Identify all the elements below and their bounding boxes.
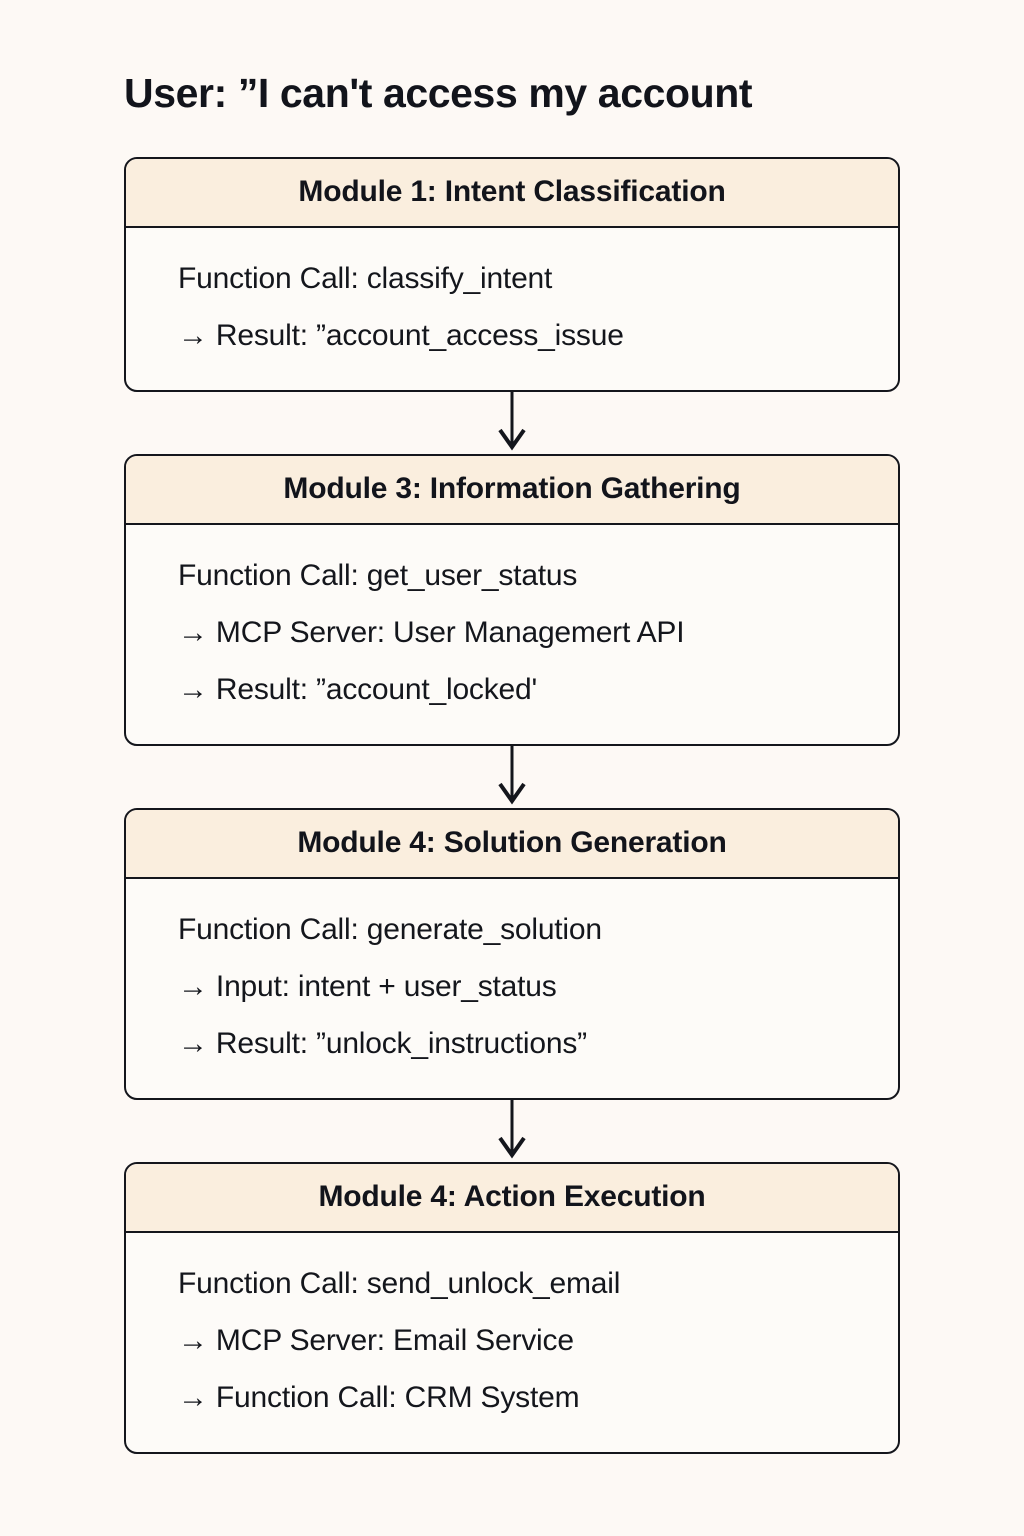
module-4-solution-line-3: → Result: ”unlock_instructions” (178, 1027, 587, 1060)
module-4-action-header: Module 4: Action Execution (126, 1164, 898, 1233)
module-card-4-solution: Module 4: Solution Generation Function C… (124, 808, 900, 1100)
down-arrow-icon (498, 1100, 526, 1159)
module-4-solution-header: Module 4: Solution Generation (126, 810, 898, 879)
down-arrow-icon (498, 746, 526, 805)
module-1-line-2: → Result: ”account_access_issue (178, 319, 624, 352)
module-1-body: Function Call: classify_intent → Result:… (126, 228, 898, 390)
module-1-line-1: Function Call: classify_intent (178, 262, 553, 295)
connector-3-to-4 (124, 1100, 900, 1162)
module-3-line-1: Function Call: get_user_status (178, 559, 578, 592)
module-3-header: Module 3: Information Gathering (126, 456, 898, 525)
module-4-solution-body: Function Call: generate_solution → Input… (126, 879, 898, 1098)
module-4-action-line-3: → Function Call: CRM System (178, 1381, 580, 1414)
module-3-line-2: → MCP Server: User Managemert API (178, 616, 685, 649)
module-card-3: Module 3: Information Gathering Function… (124, 454, 900, 746)
module-4-solution-line-2: → Input: intent + user_status (178, 970, 557, 1003)
module-card-4-action: Module 4: Action Execution Function Call… (124, 1162, 900, 1454)
module-card-1: Module 1: Intent Classification Function… (124, 157, 900, 392)
module-4-action-line-2: → MCP Server: Email Service (178, 1324, 574, 1357)
module-4-action-line-1: Function Call: send_unlock_email (178, 1267, 621, 1300)
module-3-line-3: → Result: ”account_locked' (178, 673, 538, 706)
page-title: User: ”I can't access my account (124, 69, 753, 116)
module-flow-column: Module 1: Intent Classification Function… (124, 157, 900, 1454)
module-4-action-body: Function Call: send_unlock_email → MCP S… (126, 1233, 898, 1452)
down-arrow-icon (498, 392, 526, 451)
module-3-body: Function Call: get_user_status → MCP Ser… (126, 525, 898, 744)
connector-2-to-3 (124, 746, 900, 808)
connector-1-to-2 (124, 392, 900, 454)
module-4-solution-line-1: Function Call: generate_solution (178, 913, 602, 946)
module-1-header: Module 1: Intent Classification (126, 159, 898, 228)
